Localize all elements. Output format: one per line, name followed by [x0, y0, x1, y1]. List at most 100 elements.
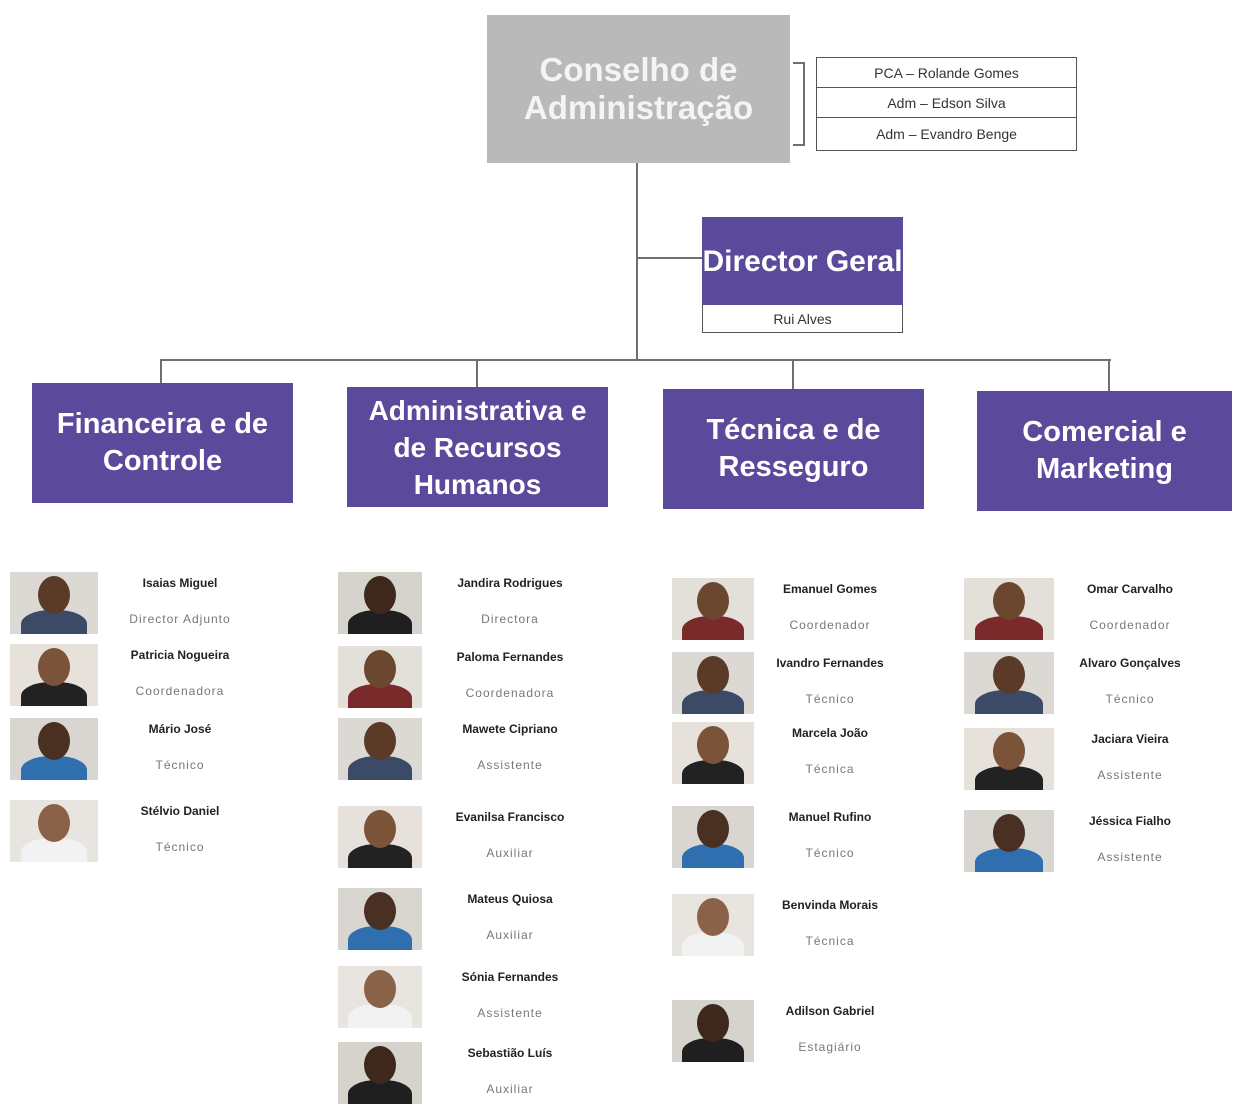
- dept-comercial: Comercial e Marketing: [977, 391, 1232, 511]
- staff-photo-head: [992, 813, 1026, 853]
- staff-photo: [964, 728, 1054, 790]
- staff-photo-body: [20, 682, 88, 706]
- staff-photo-head: [37, 803, 71, 843]
- staff-photo-head: [696, 897, 730, 937]
- staff-photo: [10, 644, 98, 706]
- staff-role: Coordenador: [789, 618, 871, 632]
- dept-label: Comercial e Marketing: [1022, 416, 1187, 485]
- staff-photo: [338, 806, 422, 868]
- dept-label: Técnica e de Resseguro: [706, 414, 881, 483]
- board-bracket: [793, 62, 805, 146]
- staff-photo-head: [992, 655, 1026, 695]
- staff-role: Coordenador: [1089, 618, 1171, 632]
- board-members-list: PCA – Rolande Gomes Adm – Edson Silva Ad…: [816, 57, 1077, 151]
- staff-role: Assistente: [477, 1006, 543, 1020]
- staff-photo: [672, 1000, 754, 1062]
- staff-photo: [672, 652, 754, 714]
- staff-photo: [338, 966, 422, 1028]
- staff-name: Sónia Fernandes: [461, 970, 559, 984]
- staff-photo-body: [348, 756, 412, 780]
- staff-role: Assistente: [477, 758, 543, 772]
- board-member: Adm – Evandro Benge: [876, 126, 1017, 142]
- board-box: Conselho de Administração: [487, 15, 790, 163]
- staff-name: Patricia Nogueira: [130, 648, 230, 662]
- staff-photo-body: [681, 690, 745, 714]
- board-member: PCA – Rolande Gomes: [817, 58, 1076, 88]
- staff-photo-body: [348, 1004, 412, 1028]
- staff-photo: [338, 572, 422, 634]
- dept-label: Financeira e de Controle: [56, 408, 269, 477]
- staff-name: Isaias Miguel: [142, 576, 218, 590]
- staff-photo: [672, 894, 754, 956]
- staff-photo-head: [363, 891, 397, 931]
- staff-photo-body: [20, 838, 88, 862]
- staff-role: Auxiliar: [486, 1082, 534, 1096]
- connector-dept-3: [792, 359, 794, 389]
- staff-photo: [964, 652, 1054, 714]
- staff-role: Técnico: [805, 846, 855, 860]
- staff-photo-head: [696, 809, 730, 849]
- staff-photo-head: [696, 581, 730, 621]
- staff-name: Jéssica Fialho: [1088, 814, 1172, 828]
- staff-name: Jaciara Vieira: [1091, 732, 1169, 746]
- staff-role: Coordenadora: [135, 684, 225, 698]
- staff-photo: [10, 718, 98, 780]
- staff-name: Omar Carvalho: [1086, 582, 1174, 596]
- staff-photo-body: [681, 616, 745, 640]
- staff-photo-body: [348, 610, 412, 634]
- staff-name: Mateus Quiosa: [467, 892, 553, 906]
- staff-name: Marcela João: [791, 726, 869, 740]
- connector-director: [636, 257, 702, 259]
- staff-photo: [10, 572, 98, 634]
- staff-name: Benvinda Morais: [781, 898, 879, 912]
- connector-horizontal: [160, 359, 1111, 361]
- staff-photo: [338, 718, 422, 780]
- staff-role: Técnico: [155, 840, 205, 854]
- staff-role: Director Adjunto: [129, 612, 231, 626]
- director-name: Rui Alves: [702, 305, 903, 333]
- staff-photo: [10, 800, 98, 862]
- staff-photo-head: [363, 649, 397, 689]
- staff-photo-body: [20, 756, 88, 780]
- staff-photo-head: [696, 1003, 730, 1043]
- dept-financeira: Financeira e de Controle: [32, 383, 293, 503]
- staff-photo-head: [696, 655, 730, 695]
- staff-name: Mário José: [148, 722, 212, 736]
- staff-photo-head: [363, 721, 397, 761]
- staff-name: Evanilsa Francisco: [455, 810, 565, 824]
- staff-name: Mawete Cipriano: [462, 722, 558, 736]
- staff-name: Manuel Rufino: [788, 810, 872, 824]
- staff-photo-body: [348, 844, 412, 868]
- staff-role: Técnico: [155, 758, 205, 772]
- staff-photo: [964, 578, 1054, 640]
- connector-board-trunk: [636, 163, 638, 360]
- staff-photo: [672, 722, 754, 784]
- staff-photo-head: [363, 1045, 397, 1085]
- staff-photo: [964, 810, 1054, 872]
- staff-name: Adilson Gabriel: [785, 1004, 875, 1018]
- director-box: Director Geral: [702, 217, 903, 305]
- staff-photo-head: [992, 731, 1026, 771]
- staff-name: Sebastião Luís: [467, 1046, 553, 1060]
- director-title: Director Geral: [702, 244, 903, 278]
- staff-photo-head: [37, 647, 71, 687]
- staff-photo-head: [363, 809, 397, 849]
- staff-role: Assistente: [1097, 768, 1163, 782]
- staff-photo: [338, 888, 422, 950]
- staff-photo-head: [37, 721, 71, 761]
- staff-photo: [338, 646, 422, 708]
- connector-dept-1: [160, 359, 162, 383]
- staff-role: Directora: [481, 612, 539, 626]
- staff-photo-body: [681, 844, 745, 868]
- board-title: Conselho de Administração: [523, 51, 754, 126]
- staff-photo: [672, 806, 754, 868]
- staff-photo-head: [363, 575, 397, 615]
- board-member: Adm – Edson Silva: [817, 88, 1076, 118]
- staff-role: Coordenadora: [465, 686, 555, 700]
- staff-role: Estagiário: [798, 1040, 862, 1054]
- staff-name: Stélvio Daniel: [140, 804, 220, 818]
- staff-photo-head: [37, 575, 71, 615]
- staff-photo-body: [681, 760, 745, 784]
- staff-role: Auxiliar: [486, 846, 534, 860]
- staff-role: Assistente: [1097, 850, 1163, 864]
